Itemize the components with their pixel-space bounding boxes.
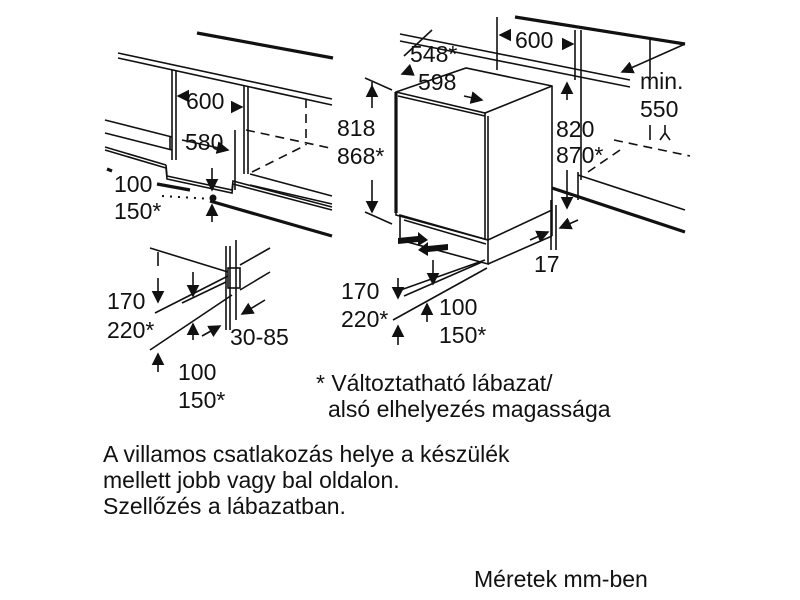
notes-line-3: Szellőzés a lábazatban. xyxy=(103,493,346,519)
units-label: Méretek mm-ben xyxy=(474,566,648,592)
plinth-detail-view: 170 220* 30-85 100 150* xyxy=(107,240,289,413)
notes-line-1: A villamos csatlakozás helye a készülék xyxy=(103,441,510,467)
footnote-line-1: * Változtatható lábazat/ xyxy=(316,370,553,396)
dim-plinth-recess: 100 xyxy=(114,171,152,197)
dim-plinth-offset-alt: 150* xyxy=(439,322,486,348)
dim-niche-height: 820 xyxy=(556,116,594,142)
footnote: * Változtatható lábazat/ alsó elhelyezés… xyxy=(316,370,611,422)
dim-niche-height-alt: 870* xyxy=(556,142,603,168)
dim-plinth-offset: 100 xyxy=(439,294,477,320)
dim-plinth-height-alt: 220* xyxy=(107,317,154,343)
dim-plinth-height: 170 xyxy=(107,288,145,314)
installation-notes: A villamos csatlakozás helye a készülék … xyxy=(103,441,510,519)
dim-plinth-depth: 30-85 xyxy=(230,324,289,350)
dim-plinth-height-alt: 220* xyxy=(341,306,388,332)
dim-appliance-depth: 548* xyxy=(410,41,457,67)
left-niche-view: 600 580 100 150* xyxy=(104,31,334,238)
dim-niche-width: 600 xyxy=(186,88,224,114)
dim-appliance-width: 598 xyxy=(418,69,456,95)
dim-min-depth: 550 xyxy=(640,96,678,122)
dim-appliance-height: 818 xyxy=(337,115,375,141)
notes-line-2: mellett jobb vagy bal oldalon. xyxy=(103,467,400,493)
footnote-line-2: alsó elhelyezés magassága xyxy=(328,396,611,422)
dim-door-gap: 17 xyxy=(534,251,560,277)
appliance-view: 548* 598 600 818 868* 820 870* min. 550 … xyxy=(337,15,691,348)
dim-plinth-height: 170 xyxy=(341,278,379,304)
dim-appliance-height-alt: 868* xyxy=(337,143,384,169)
dim-plinth-offset-alt: 150* xyxy=(178,387,225,413)
dim-inner-width: 580 xyxy=(185,129,223,155)
dim-niche-width: 600 xyxy=(515,27,553,53)
dim-min-label: min. xyxy=(640,68,683,94)
dim-plinth-offset: 100 xyxy=(178,359,216,385)
dim-plinth-recess-alt: 150* xyxy=(114,198,161,224)
